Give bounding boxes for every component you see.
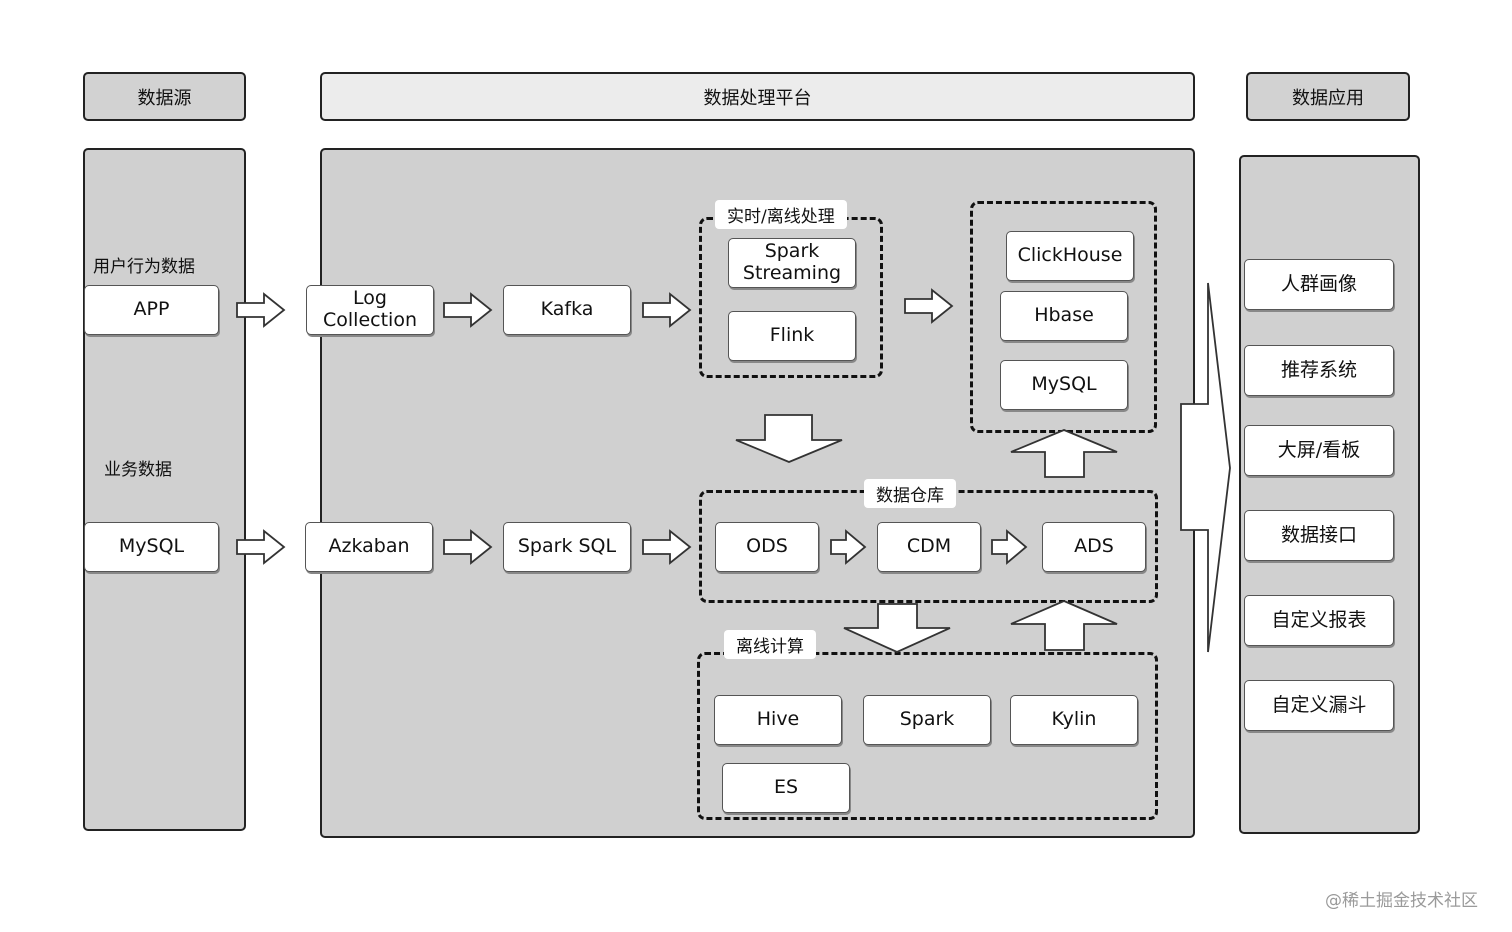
clickhouse-node: ClickHouse [1006, 231, 1134, 281]
arrow-down-icon [843, 603, 951, 653]
header-application: 数据应用 [1246, 72, 1410, 121]
offline-group [697, 652, 1158, 820]
arrow-right-icon [443, 292, 493, 328]
kafka-node: Kafka [503, 285, 631, 335]
arrow-right-icon [642, 292, 692, 328]
arrow-up-icon [1010, 429, 1118, 478]
spark-node: Spark [863, 695, 991, 745]
flink-node: Flink [728, 311, 856, 361]
ads-node: ADS [1042, 522, 1146, 572]
app-custom-funnel: 自定义漏斗 [1244, 680, 1394, 731]
offline-group-label: 离线计算 [724, 630, 816, 659]
spark-sql-node: Spark SQL [503, 522, 631, 572]
behavior-data-label: 用户行为数据 [93, 257, 195, 277]
big-arrow-right-icon [1180, 282, 1231, 653]
arrow-right-icon [236, 529, 286, 565]
log-collection-line-2: Collection [323, 309, 417, 331]
arrow-right-icon [443, 529, 493, 565]
kylin-node: Kylin [1010, 695, 1138, 745]
hive-node: Hive [714, 695, 842, 745]
arrow-up-icon [1010, 600, 1118, 651]
arrow-right-icon [830, 529, 867, 565]
es-node: ES [722, 763, 850, 813]
mysql-source-node: MySQL [84, 522, 219, 572]
app-crowd-portrait: 人群画像 [1244, 259, 1394, 310]
source-panel [83, 148, 246, 831]
log-collection-line-1: Log [353, 287, 387, 310]
app-data-interface: 数据接口 [1244, 510, 1394, 561]
ods-node: ODS [715, 522, 819, 572]
cdm-node: CDM [877, 522, 981, 572]
app-recommendation-system: 推荐系统 [1244, 345, 1394, 396]
arrow-down-icon [735, 414, 843, 463]
mysql-storage-node: MySQL [1000, 360, 1128, 410]
watermark: @稀土掘金技术社区 [1325, 891, 1478, 911]
spark-streaming-line-2: Streaming [742, 262, 842, 284]
warehouse-group-label: 数据仓库 [864, 479, 956, 508]
hbase-node: Hbase [1000, 291, 1128, 341]
header-platform: 数据处理平台 [320, 72, 1195, 121]
arrow-right-icon [236, 292, 286, 328]
spark-streaming-line-1: Spark [764, 240, 820, 263]
business-data-label: 业务数据 [104, 460, 172, 480]
arrow-right-icon [991, 529, 1028, 565]
arrow-right-icon [642, 529, 692, 565]
app-dashboard: 大屏/看板 [1244, 425, 1394, 476]
header-source: 数据源 [83, 72, 246, 121]
realtime-group-label: 实时/离线处理 [715, 200, 847, 229]
azkaban-node: Azkaban [305, 522, 433, 572]
app-custom-report: 自定义报表 [1244, 595, 1394, 646]
arrow-right-icon [904, 288, 954, 324]
app-node: APP [84, 285, 219, 335]
